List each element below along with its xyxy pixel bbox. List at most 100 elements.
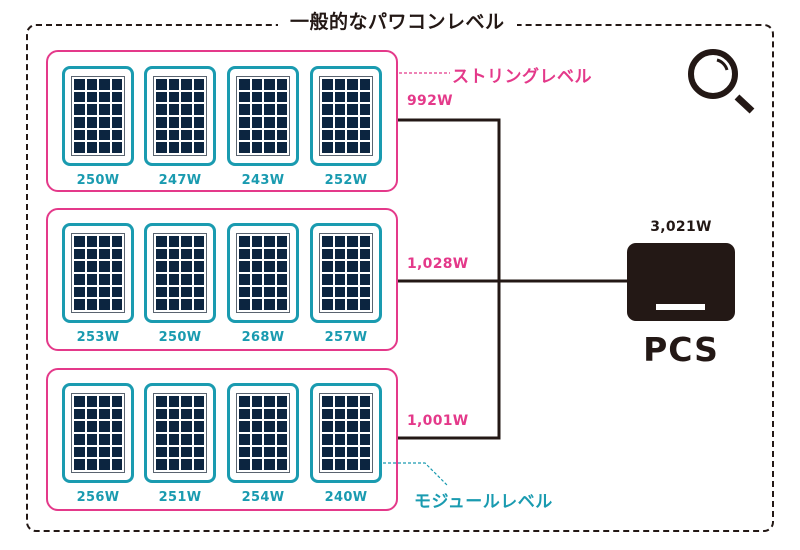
solar-cell xyxy=(156,236,167,247)
solar-cell xyxy=(193,396,204,407)
solar-panel-icon xyxy=(236,76,290,156)
solar-cell xyxy=(276,236,287,247)
solar-cell xyxy=(359,274,370,285)
solar-cell xyxy=(347,446,358,458)
solar-cell xyxy=(251,261,262,272)
solar-panel-icon xyxy=(319,233,373,313)
solar-cell xyxy=(359,286,370,298)
solar-cell xyxy=(156,396,167,407)
solar-cell xyxy=(334,142,345,153)
solar-cell xyxy=(347,421,358,432)
solar-cell xyxy=(264,434,275,445)
solar-module xyxy=(144,66,216,166)
solar-cell xyxy=(359,446,370,458)
solar-cell xyxy=(359,117,370,128)
solar-cell xyxy=(156,408,167,420)
solar-cell xyxy=(111,421,122,432)
solar-cell xyxy=(99,91,110,103)
solar-cell xyxy=(181,299,192,310)
solar-cell xyxy=(74,142,85,153)
solar-cell xyxy=(156,117,167,128)
solar-cell xyxy=(264,274,275,285)
solar-cell xyxy=(193,104,204,115)
string-3-total: 1,001W xyxy=(407,413,469,429)
solar-cell xyxy=(86,236,97,247)
solar-cell xyxy=(334,129,345,141)
solar-cell xyxy=(99,286,110,298)
solar-cell xyxy=(251,142,262,153)
solar-cell xyxy=(239,261,250,272)
module-watt-label: 268W xyxy=(241,330,285,345)
solar-cell xyxy=(264,248,275,260)
solar-cell xyxy=(74,286,85,298)
solar-cell xyxy=(99,79,110,90)
solar-cell xyxy=(99,446,110,458)
solar-cell xyxy=(251,79,262,90)
solar-cell xyxy=(334,459,345,470)
solar-cell xyxy=(74,446,85,458)
solar-cell xyxy=(111,434,122,445)
solar-cell xyxy=(181,446,192,458)
solar-panel-icon xyxy=(71,393,125,473)
solar-cell xyxy=(276,446,287,458)
solar-module xyxy=(227,383,299,483)
solar-cell xyxy=(347,396,358,407)
solar-cell xyxy=(322,236,333,247)
solar-cell xyxy=(99,117,110,128)
solar-cell xyxy=(86,421,97,432)
solar-cell xyxy=(156,91,167,103)
solar-cell xyxy=(99,421,110,432)
solar-cell xyxy=(74,117,85,128)
solar-cell xyxy=(264,79,275,90)
solar-cell xyxy=(86,261,97,272)
solar-cell xyxy=(111,91,122,103)
solar-cell xyxy=(276,104,287,115)
solar-cell xyxy=(334,104,345,115)
solar-cell xyxy=(86,142,97,153)
solar-cell xyxy=(322,104,333,115)
solar-cell xyxy=(359,421,370,432)
solar-cell xyxy=(251,286,262,298)
module-watt-label: 254W xyxy=(241,490,285,505)
solar-cell xyxy=(86,91,97,103)
solar-cell xyxy=(156,299,167,310)
solar-panel-icon xyxy=(71,76,125,156)
solar-cell xyxy=(181,459,192,470)
solar-cell xyxy=(193,261,204,272)
solar-cell xyxy=(251,91,262,103)
solar-cell xyxy=(322,142,333,153)
solar-cell xyxy=(334,408,345,420)
solar-cell xyxy=(168,142,179,153)
solar-cell xyxy=(334,446,345,458)
solar-cell xyxy=(334,79,345,90)
solar-cell xyxy=(276,459,287,470)
solar-cell xyxy=(264,286,275,298)
solar-cell xyxy=(168,91,179,103)
solar-cell xyxy=(111,104,122,115)
solar-module xyxy=(227,66,299,166)
solar-module xyxy=(62,66,134,166)
solar-cell xyxy=(193,274,204,285)
solar-cell xyxy=(239,274,250,285)
solar-cell xyxy=(156,446,167,458)
solar-cell xyxy=(181,236,192,247)
solar-cell xyxy=(276,91,287,103)
solar-cell xyxy=(322,434,333,445)
solar-cell xyxy=(181,286,192,298)
solar-cell xyxy=(276,396,287,407)
solar-cell xyxy=(74,274,85,285)
solar-cell xyxy=(347,248,358,260)
solar-cell xyxy=(334,261,345,272)
solar-cell xyxy=(99,261,110,272)
solar-cell xyxy=(276,79,287,90)
solar-cell xyxy=(276,408,287,420)
solar-panel-icon xyxy=(319,76,373,156)
solar-cell xyxy=(86,459,97,470)
solar-module xyxy=(310,66,382,166)
solar-cell xyxy=(264,91,275,103)
solar-cell xyxy=(334,274,345,285)
solar-cell xyxy=(168,79,179,90)
solar-cell xyxy=(276,299,287,310)
solar-cell xyxy=(276,261,287,272)
